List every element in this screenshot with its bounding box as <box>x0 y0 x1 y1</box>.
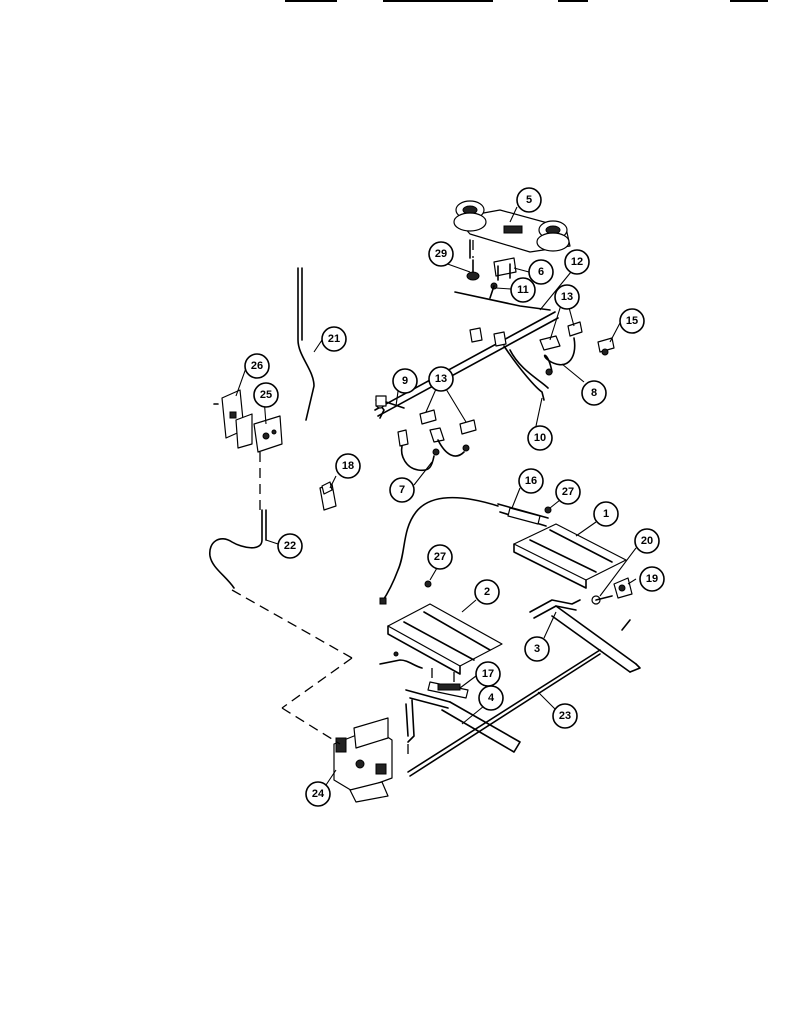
part-16-thermocouple <box>379 496 549 605</box>
callout-10: 10 <box>527 425 553 451</box>
callout-16: 16 <box>518 468 544 494</box>
part-1-burner-pan <box>513 523 627 589</box>
svg-text:7: 7 <box>399 484 405 496</box>
part-9-valve <box>375 395 405 409</box>
svg-text:8: 8 <box>591 387 597 399</box>
callout-15: 15 <box>619 308 645 334</box>
svg-text:27: 27 <box>562 486 574 498</box>
callout-5: 5 <box>516 187 542 213</box>
callout-22: 22 <box>277 533 303 559</box>
part-5-top-burner-bracket <box>453 200 571 259</box>
part-2-burner-pan <box>387 603 503 688</box>
part-6-bracket <box>493 257 517 281</box>
svg-text:16: 16 <box>525 475 537 487</box>
svg-text:12: 12 <box>571 256 583 268</box>
part-21-rod <box>297 267 315 421</box>
manifold-valves <box>397 321 583 447</box>
callout-12: 12 <box>564 249 590 275</box>
callout-9: 9 <box>392 368 418 394</box>
part-15-igniter <box>597 337 615 356</box>
svg-text:3: 3 <box>534 643 540 655</box>
part-4-burner-tube <box>405 689 521 753</box>
part-17-electrode <box>427 681 469 699</box>
callout-19: 19 <box>639 566 665 592</box>
svg-text:26: 26 <box>251 360 263 372</box>
part-20-shutter <box>591 595 613 605</box>
part-26-bracket <box>213 389 253 449</box>
callout-21: 21 <box>321 326 347 352</box>
callout-24: 24 <box>305 781 331 807</box>
svg-text:5: 5 <box>526 194 532 206</box>
part-11-screw <box>489 282 498 299</box>
callout-8: 8 <box>581 380 607 406</box>
svg-text:17: 17 <box>482 668 494 680</box>
callout-27-lower: 27 <box>427 544 453 570</box>
svg-text:25: 25 <box>260 389 272 401</box>
callout-11: 11 <box>510 277 536 303</box>
part-19-orifice <box>613 577 633 599</box>
callout-25: 25 <box>253 382 279 408</box>
svg-text:11: 11 <box>517 284 529 296</box>
part-23-rod <box>407 649 601 777</box>
svg-text:24: 24 <box>312 788 325 800</box>
callout-6: 6 <box>528 259 554 285</box>
callout-2: 2 <box>474 579 500 605</box>
svg-text:15: 15 <box>626 315 638 327</box>
svg-text:27: 27 <box>434 551 446 563</box>
part-18-block <box>319 481 337 511</box>
svg-text:21: 21 <box>328 333 340 345</box>
callout-20: 20 <box>634 528 660 554</box>
callout-23: 23 <box>552 703 578 729</box>
part-12-manifold <box>374 291 559 419</box>
svg-text:4: 4 <box>488 692 495 704</box>
callout-13-top: 13 <box>554 284 580 310</box>
svg-text:29: 29 <box>435 248 447 260</box>
callout-27-upper: 27 <box>555 479 581 505</box>
callout-4: 4 <box>478 685 504 711</box>
part-25-bracket <box>253 415 283 453</box>
svg-text:19: 19 <box>646 573 658 585</box>
svg-text:10: 10 <box>534 432 546 444</box>
leader-lines <box>235 206 637 786</box>
svg-text:9: 9 <box>402 375 408 387</box>
callout-26: 26 <box>244 353 270 379</box>
svg-text:6: 6 <box>538 266 544 278</box>
svg-text:23: 23 <box>559 710 571 722</box>
callout-17: 17 <box>475 661 501 687</box>
part-3-burner-tube <box>529 599 641 673</box>
top-edge-marks <box>285 0 768 2</box>
svg-text:20: 20 <box>641 535 653 547</box>
svg-text:18: 18 <box>342 460 354 472</box>
ignition-wires <box>400 337 576 472</box>
svg-text:22: 22 <box>284 540 296 552</box>
callout-7: 7 <box>389 477 415 503</box>
part-22-tube <box>209 509 267 589</box>
burner-wire <box>379 651 423 669</box>
callout-3: 3 <box>524 636 550 662</box>
svg-text:13: 13 <box>435 373 447 385</box>
part-27-screws <box>424 506 552 588</box>
callout-13-mid: 13 <box>428 366 454 392</box>
svg-text:1: 1 <box>603 508 609 520</box>
dashed-connections <box>231 240 474 756</box>
callout-18: 18 <box>335 453 361 479</box>
part-24-valve-assembly <box>333 717 393 803</box>
svg-text:2: 2 <box>484 586 490 598</box>
part-29-clip <box>466 259 480 281</box>
svg-text:13: 13 <box>561 291 573 303</box>
callout-29: 29 <box>428 241 454 267</box>
callout-1: 1 <box>593 501 619 527</box>
